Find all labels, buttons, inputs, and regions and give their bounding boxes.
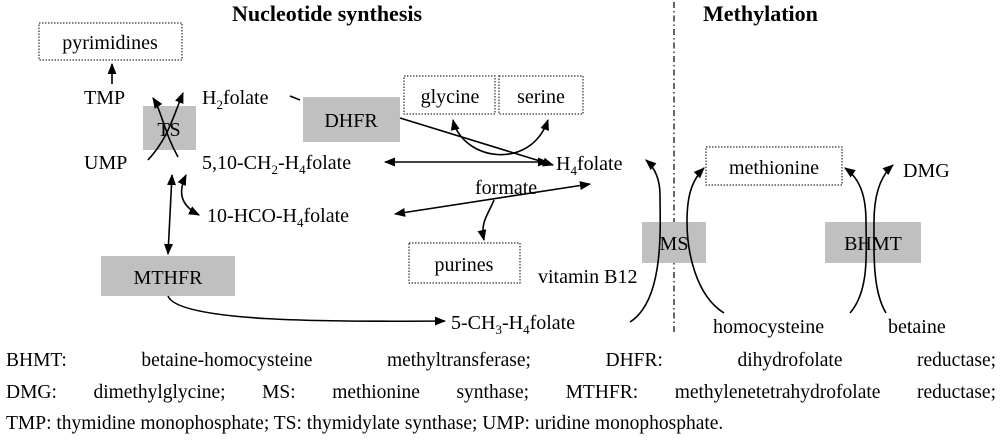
svg-text:pyrimidines: pyrimidines <box>62 32 158 54</box>
metabolite-methyl-thf: 5-CH3-H4folate <box>451 312 575 337</box>
svg-text:glycine: glycine <box>421 86 480 108</box>
reaction-arrows <box>107 62 894 326</box>
svg-text:TS: TS <box>157 119 180 141</box>
legend-line-1: BHMT: betaine-homocysteine methyltransfe… <box>6 350 997 371</box>
svg-text:MS: MS <box>660 233 689 255</box>
legend-line-3: TMP: thymidine monophosphate; TS: thymid… <box>6 413 724 434</box>
metabolite-ump: UMP <box>84 152 127 174</box>
folate-pathway-diagram: Nucleotide synthesis Methylation pyrimid… <box>38 1 950 338</box>
svg-text:BHMT: BHMT <box>844 233 902 255</box>
svg-text:DHFR: DHFR <box>324 110 378 132</box>
metabolite-formate: formate <box>475 177 537 199</box>
metabolite-h2folate: H2folate <box>202 87 269 112</box>
metabolite-h4folate: H4folate <box>556 153 623 178</box>
metabolite-betaine: betaine <box>888 316 946 338</box>
svg-text:purines: purines <box>435 254 494 276</box>
svg-text:MTHFR: MTHFR <box>134 267 204 289</box>
cofactor-vitamin-b12: vitamin B12 <box>538 266 637 288</box>
header-methylation: Methylation <box>703 1 818 26</box>
enzyme-dhfr: DHFR <box>303 97 400 142</box>
metabolite-formyl-thf: 10-HCO-H4folate <box>207 205 349 230</box>
legend-line-2: DMG: dimethylglycine; MS: methionine syn… <box>6 381 996 403</box>
enzyme-bhmt: BHMT <box>825 222 921 263</box>
metabolite-homocysteine: homocysteine <box>713 316 824 338</box>
metabolite-methylene-thf: 5,10-CH2-H4folate <box>202 152 351 177</box>
svg-text:methionine: methionine <box>729 157 819 179</box>
svg-text:serine: serine <box>517 86 565 108</box>
product-serine: serine <box>498 75 584 115</box>
header-nucleotide-synthesis: Nucleotide synthesis <box>232 1 423 26</box>
product-purines: purines <box>408 242 521 284</box>
product-pyrimidines: pyrimidines <box>38 22 183 61</box>
metabolite-dmg: DMG <box>903 160 950 182</box>
product-glycine: glycine <box>403 75 496 115</box>
enzyme-mthfr: MTHFR <box>101 256 235 296</box>
enzyme-ms: MS <box>642 222 706 263</box>
abbreviation-legend: BHMT: betaine-homocysteine methyltransfe… <box>6 345 996 440</box>
metabolite-tmp: TMP <box>84 87 125 109</box>
product-methionine: methionine <box>705 146 843 186</box>
